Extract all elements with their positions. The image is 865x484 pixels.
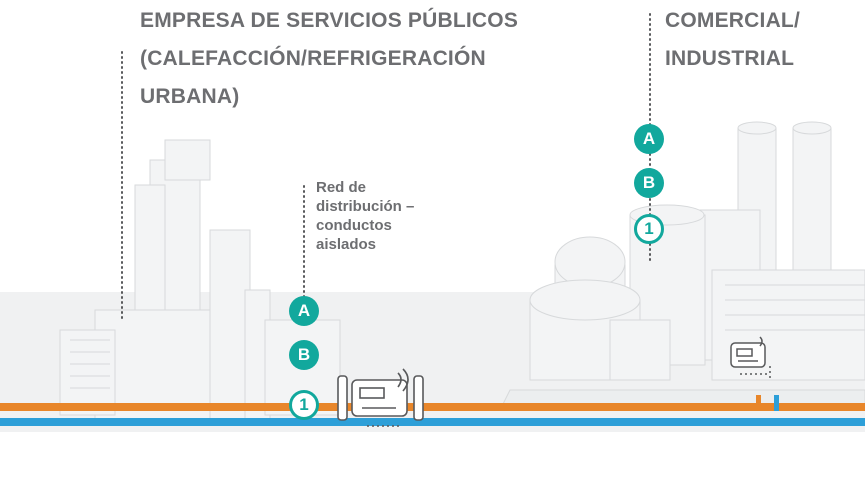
hot-pipe	[0, 403, 865, 411]
commercial-marker-1: 1	[634, 214, 664, 244]
meter-icon	[730, 336, 771, 380]
utility-marker-1: 1	[289, 390, 319, 420]
network-label-line-3: conductos	[316, 217, 392, 234]
utility-plant	[59, 139, 341, 421]
commercial-marker-b: B	[634, 168, 664, 198]
network-label: Red de distribución – conductos aislados	[316, 178, 414, 254]
ground-front	[0, 432, 865, 484]
utility-marker-b: B	[289, 340, 319, 370]
commercial-heading-line-1: COMERCIAL/	[665, 9, 800, 32]
cold-pipe	[0, 418, 865, 426]
hot-pipe-branch	[756, 395, 761, 411]
utility-heading-line-1: EMPRESA DE SERVICIOS PÚBLICOS	[140, 9, 519, 32]
commercial-heading-line-2: INDUSTRIAL	[665, 47, 795, 70]
utility-heading-line-3: URBANA)	[140, 85, 240, 108]
meter-icon	[337, 368, 424, 427]
commercial-marker-a: A	[634, 124, 664, 154]
utility-marker-a: A	[289, 296, 319, 326]
network-label-line-4: aislados	[316, 236, 377, 253]
utility-heading-line-2: (CALEFACCIÓN/REFRIGERACIÓN	[140, 47, 486, 70]
utility-heading: EMPRESA DE SERVICIOS PÚBLICOS (CALEFACCI…	[140, 2, 518, 116]
commercial-heading: COMERCIAL/ INDUSTRIAL	[665, 2, 800, 78]
network-label-line-2: distribución –	[316, 198, 415, 215]
cold-pipe-branch	[774, 395, 779, 411]
network-label-line-1: Red de	[316, 179, 367, 196]
industrial-complex	[499, 121, 865, 411]
